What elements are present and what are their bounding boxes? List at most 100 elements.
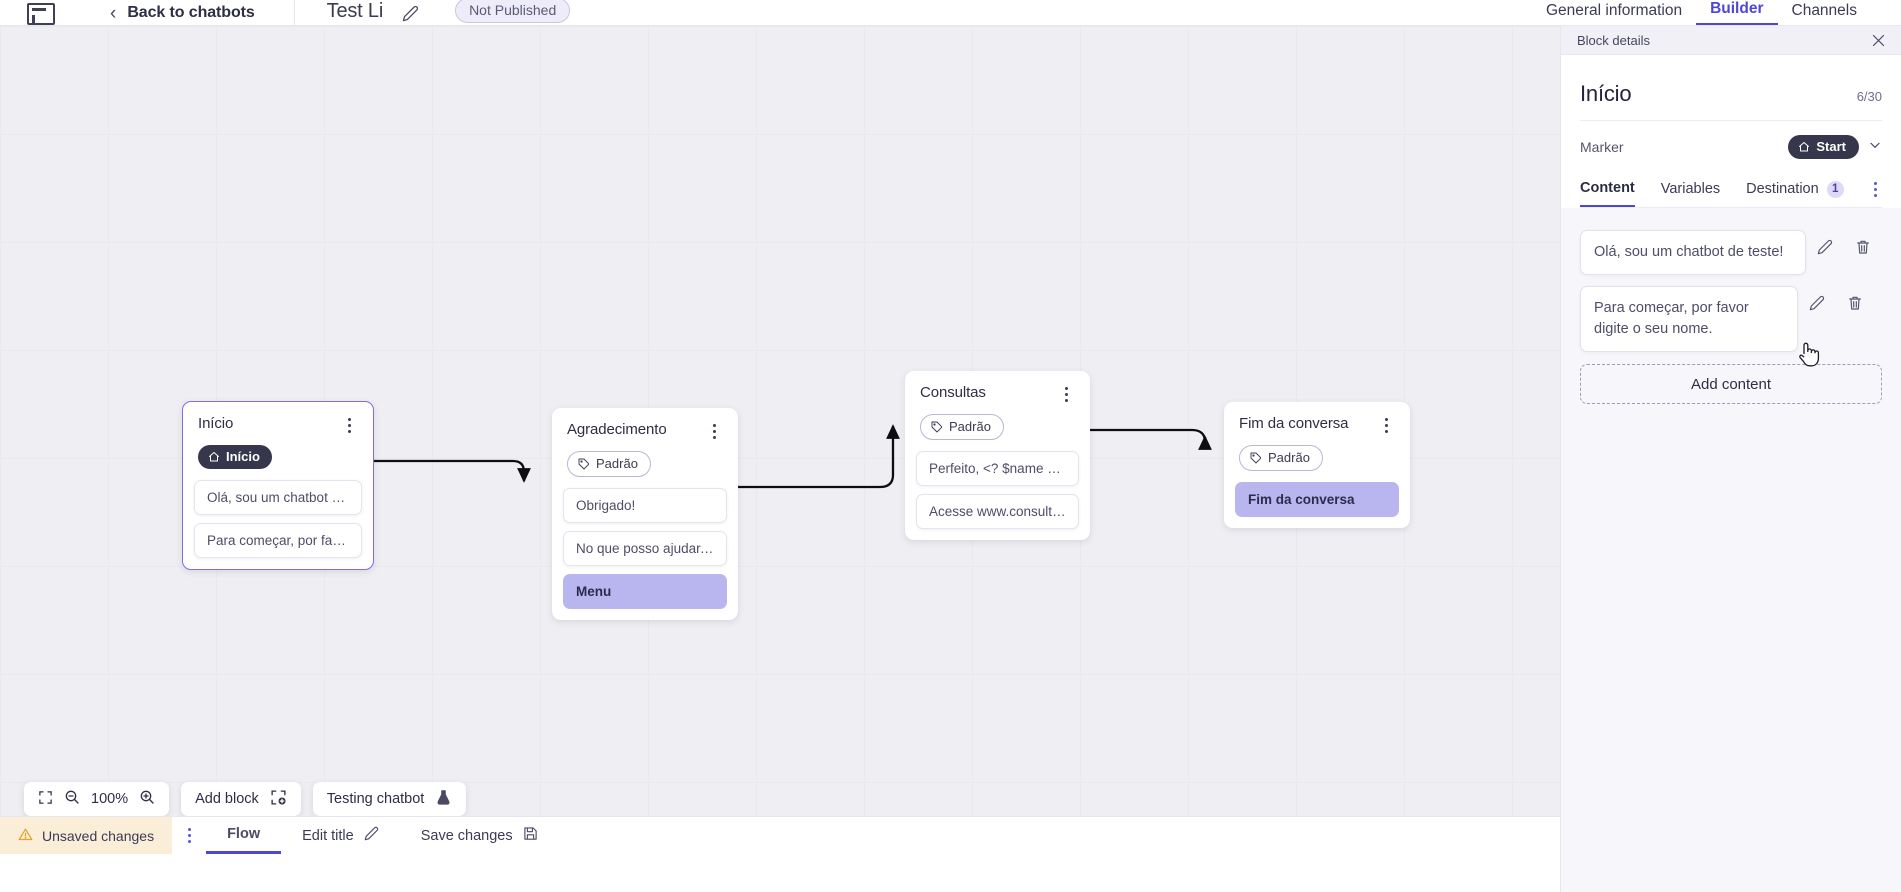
destination-count-badge: 1 <box>1826 180 1844 198</box>
save-changes-button[interactable]: Save changes <box>400 817 559 854</box>
node-message[interactable]: Olá, sou um chatbot de teste! <box>194 480 362 515</box>
marker-row: Marker Start <box>1580 121 1882 172</box>
node-menu-icon[interactable] <box>705 422 723 440</box>
header-tabs: General information Builder Channels <box>1532 0 1871 25</box>
node-tag-padrao: Padrão <box>567 451 651 477</box>
tab-builder[interactable]: Builder <box>1696 0 1778 25</box>
testing-chatbot-button[interactable]: Testing chatbot <box>312 782 467 816</box>
node-menu-icon[interactable] <box>1057 385 1075 403</box>
node-tag-padrao: Padrão <box>920 414 1004 440</box>
add-block-label: Add block <box>195 791 259 807</box>
node-tag-label: Padrão <box>949 419 991 434</box>
edit-bot-title-icon[interactable] <box>402 5 419 22</box>
node-message[interactable]: Para começar, por favor digite o ... <box>194 523 362 558</box>
panel-tabs: Content Variables Destination 1 <box>1580 172 1882 208</box>
back-to-chatbots-link[interactable]: Back to chatbots <box>127 4 255 21</box>
add-block-icon <box>270 789 287 810</box>
content-text[interactable]: Olá, sou um chatbot de teste! <box>1580 230 1806 276</box>
marker-select[interactable]: Start <box>1788 135 1882 159</box>
node-tag-start: Início <box>198 445 272 469</box>
unsaved-changes-label: Unsaved changes <box>42 827 155 844</box>
node-message[interactable]: Obrigado! <box>563 488 727 523</box>
app-logo[interactable] <box>24 0 58 25</box>
add-block-button[interactable]: Add block <box>181 782 301 816</box>
content-text[interactable]: Para começar, por favor digite o seu nom… <box>1580 286 1798 353</box>
panel-tab-variables[interactable]: Variables <box>1661 173 1720 206</box>
node-header: Início Início <box>183 402 373 469</box>
close-icon[interactable] <box>1871 33 1886 48</box>
node-message-menu[interactable]: Menu <box>563 574 727 609</box>
node-message[interactable]: Perfeito, <? $name ?>! <box>916 451 1079 486</box>
marker-label: Marker <box>1580 139 1624 155</box>
flow-connectors <box>372 424 1212 489</box>
block-details-panel: Block details Início 6/30 Marker Start <box>1560 26 1901 892</box>
panel-tab-label: Destination <box>1746 181 1819 197</box>
node-title: Consultas <box>920 384 986 401</box>
panel-content-list: Olá, sou um chatbot de teste! Para começ… <box>1561 208 1901 892</box>
node-header: Consultas Padrão <box>905 371 1090 440</box>
panel-header-bar: Block details <box>1561 26 1901 55</box>
content-item: Para começar, por favor digite o seu nom… <box>1580 286 1882 353</box>
save-disk-icon <box>523 826 538 845</box>
flow-node-consultas[interactable]: Consultas Padrão Perfeito, <? $name ?>! … <box>905 371 1090 540</box>
marker-value-pill: Start <box>1788 135 1859 159</box>
node-header: Agradecimento Padrão <box>552 408 738 477</box>
panel-tab-label: Variables <box>1660 181 1721 197</box>
zoom-controls[interactable]: 100% <box>24 782 170 816</box>
panel-title-row: Início 6/30 <box>1580 55 1882 121</box>
panel-more-options-icon[interactable] <box>1870 174 1882 206</box>
canvas-toolbar: 100% Add block Testing chatbot <box>24 782 467 816</box>
fit-screen-icon[interactable] <box>38 790 53 809</box>
status-tab-flow[interactable]: Flow <box>206 817 282 854</box>
flow-node-fim-da-conversa[interactable]: Fim da conversa Padrão Fim da conversa <box>1224 402 1410 528</box>
status-more-options-icon[interactable] <box>172 817 206 854</box>
content-edit-icon[interactable] <box>1806 230 1844 255</box>
testing-chatbot-label: Testing chatbot <box>326 791 425 807</box>
content-delete-icon[interactable] <box>1836 286 1874 311</box>
bot-title: Test Li <box>326 0 384 22</box>
flow-node-inicio[interactable]: Início Início Olá, sou um chatbot de tes… <box>182 401 374 570</box>
tab-general-information[interactable]: General information <box>1545 2 1683 19</box>
node-messages: Fim da conversa <box>1224 471 1410 528</box>
publish-status-badge[interactable]: Not Published <box>455 0 571 23</box>
node-menu-icon[interactable] <box>340 416 358 434</box>
node-tag-label: Início <box>226 449 260 464</box>
flow-label: Flow <box>227 826 261 842</box>
chevron-down-icon[interactable] <box>1868 138 1882 157</box>
node-header: Fim da conversa Padrão <box>1224 402 1410 471</box>
flow-canvas[interactable]: Início Início Olá, sou um chatbot de tes… <box>0 26 1560 854</box>
back-chevron-icon[interactable]: ‹ <box>110 3 117 24</box>
node-tag-label: Padrão <box>596 456 638 471</box>
content-edit-icon[interactable] <box>1798 286 1836 311</box>
panel-top-section: Início 6/30 Marker Start Content <box>1561 55 1901 208</box>
flow-node-agradecimento[interactable]: Agradecimento Padrão Obrigado! No que po… <box>552 408 738 620</box>
panel-char-counter: 6/30 <box>1856 89 1882 104</box>
panel-title: Início <box>1580 81 1632 106</box>
node-message[interactable]: No que posso ajudar, <? $name ... <box>563 531 727 566</box>
node-title: Início <box>198 415 234 432</box>
tab-channels[interactable]: Channels <box>1791 2 1858 19</box>
content-delete-icon[interactable] <box>1844 230 1882 255</box>
unsaved-changes-indicator: Unsaved changes <box>0 817 173 854</box>
marker-value-label: Start <box>1816 139 1846 154</box>
panel-header-label: Block details <box>1577 32 1650 48</box>
zoom-out-icon[interactable] <box>64 789 80 809</box>
top-header: ‹ Back to chatbots Test Li Not Published… <box>0 0 1901 26</box>
panel-tab-label: Content <box>1580 180 1635 196</box>
header-divider <box>293 0 295 25</box>
add-content-button[interactable]: Add content <box>1580 364 1882 405</box>
edit-title-button[interactable]: Edit title <box>281 817 400 854</box>
content-item: Olá, sou um chatbot de teste! <box>1580 230 1882 276</box>
edit-title-label: Edit title <box>302 827 354 844</box>
panel-tab-destination[interactable]: Destination 1 <box>1746 173 1844 207</box>
node-title: Agradecimento <box>567 421 667 438</box>
node-tag-padrao: Padrão <box>1239 445 1323 471</box>
zoom-in-icon[interactable] <box>139 789 155 809</box>
node-messages: Perfeito, <? $name ?>! Acesse www.consul… <box>905 440 1090 540</box>
node-message[interactable]: Acesse www.consultas.com par... <box>916 494 1079 529</box>
panel-tab-content[interactable]: Content <box>1580 172 1635 207</box>
node-messages: Olá, sou um chatbot de teste! Para começ… <box>183 469 373 569</box>
node-menu-icon[interactable] <box>1377 416 1395 434</box>
node-message-fim[interactable]: Fim da conversa <box>1235 482 1399 517</box>
save-changes-label: Save changes <box>420 827 513 844</box>
